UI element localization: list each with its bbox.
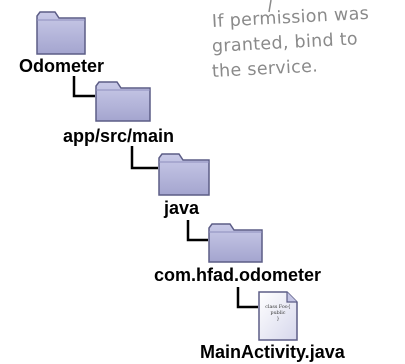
tree-connector	[236, 287, 258, 309]
folder-label-app-src-main: app/src/main	[63, 126, 175, 146]
file-label-mainactivity-java: MainActivity.java	[200, 342, 345, 362]
folder-label-com-hfad-odometer: com.hfad.odometer	[154, 265, 322, 285]
tree-connector	[72, 76, 95, 98]
folder-icon	[95, 81, 151, 122]
file-code-line: public	[270, 311, 286, 316]
folder-icon	[36, 11, 86, 55]
java-file-icon	[258, 291, 298, 341]
folder-icon	[158, 153, 210, 196]
tree-connector	[186, 220, 208, 242]
folder-icon	[208, 223, 263, 263]
tree-connector	[130, 146, 158, 170]
file-code-line: }	[276, 317, 280, 322]
file-code-preview: class Foo{ public }	[262, 305, 294, 323]
folder-label-odometer: Odometer	[19, 56, 105, 76]
folder-label-java: java	[164, 198, 200, 218]
annotation-note: If permission was granted, bind to the s…	[211, 4, 369, 85]
annotation-connector	[268, 0, 272, 13]
file-code-line: class Foo{	[265, 305, 291, 310]
